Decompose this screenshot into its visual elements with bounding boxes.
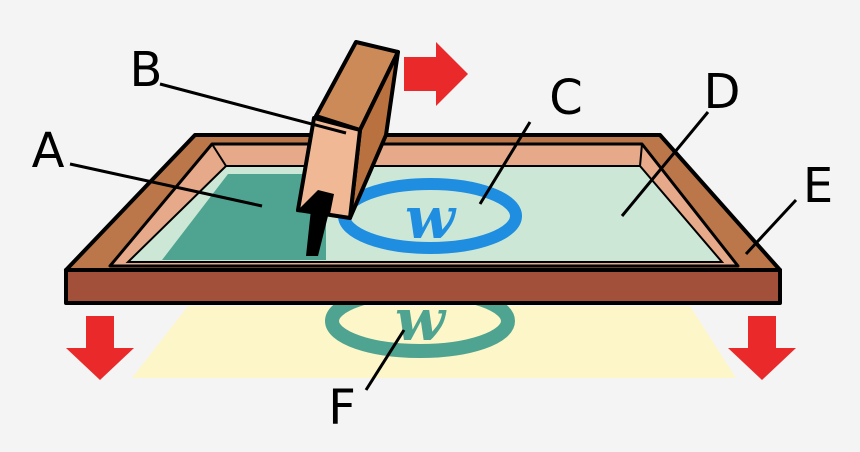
paper-substrate bbox=[132, 306, 736, 378]
rim-corner-left bbox=[211, 143, 227, 167]
label-c: C bbox=[549, 70, 583, 126]
stencil-logo-letter: w bbox=[405, 184, 457, 252]
leader-line-d bbox=[620, 111, 710, 217]
arrow-down-left-icon bbox=[66, 316, 134, 380]
squeegee-handle-front bbox=[296, 116, 362, 220]
arrow-down-right-icon bbox=[728, 316, 796, 380]
label-b: B bbox=[130, 42, 163, 98]
label-e: E bbox=[803, 158, 833, 214]
ink-area bbox=[162, 174, 326, 260]
label-d: D bbox=[704, 64, 741, 120]
leader-line-b bbox=[159, 82, 347, 135]
arrow-right-icon bbox=[404, 42, 468, 106]
leader-line-a bbox=[69, 162, 263, 208]
rim-corner-right bbox=[639, 143, 643, 167]
frame-front-face bbox=[64, 268, 782, 305]
leader-line-c bbox=[478, 121, 532, 205]
label-f: F bbox=[328, 380, 356, 436]
squeegee-rubber-edge bbox=[296, 190, 334, 214]
label-a: A bbox=[32, 123, 65, 179]
leader-line-e bbox=[744, 198, 798, 256]
leader-line-f bbox=[364, 329, 406, 391]
